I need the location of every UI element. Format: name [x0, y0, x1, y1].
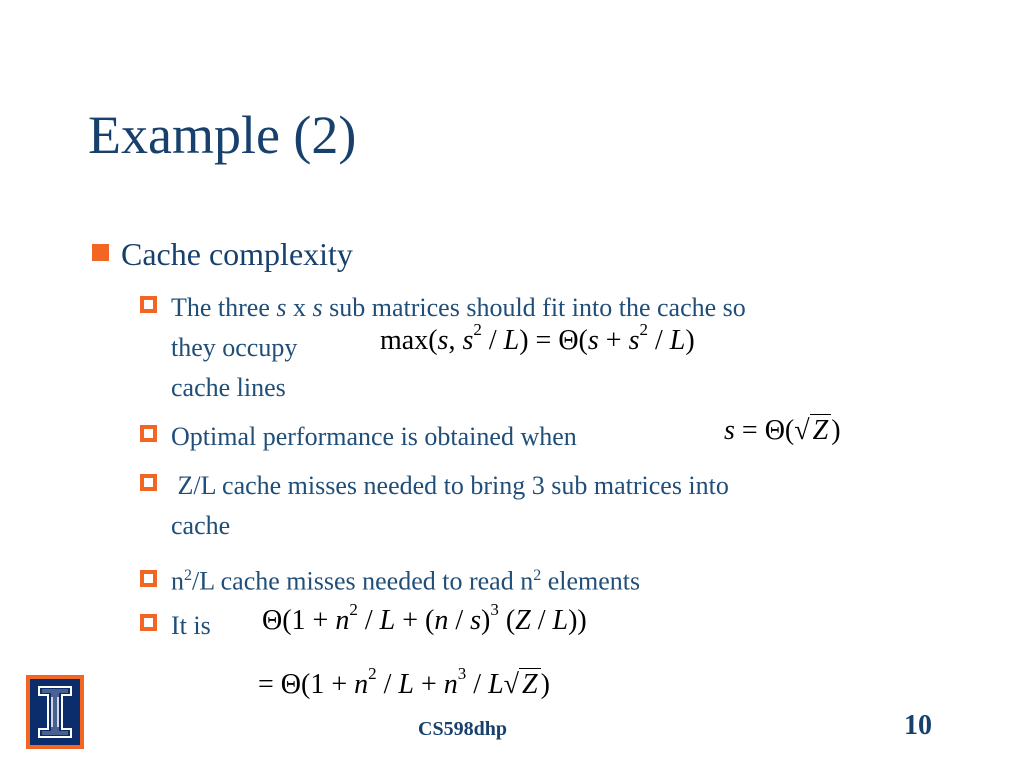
bullet-z-over-l: Z/L cache misses needed to bring 3 sub m…: [140, 466, 729, 546]
m: +: [598, 325, 629, 356]
m: 3: [457, 664, 467, 683]
equation-complexity-line-1: Θ(1 + n2 / L + (n / s)3 (Z / L)): [262, 601, 587, 637]
bullet-cache-complexity: Cache complexity: [92, 232, 353, 276]
hollow-square-bullet-icon: [140, 296, 157, 313]
m: ): [685, 325, 695, 356]
m: = Θ(: [734, 415, 795, 446]
m: ): [481, 605, 491, 636]
bullet-n2-over-l: n2/L cache misses needed to read n2 elem…: [140, 556, 640, 602]
m: /: [530, 605, 553, 636]
equation-max-occupancy: max(s, s2 / L) = Θ(s + s2 / L): [380, 321, 695, 357]
m: s: [724, 415, 735, 446]
m: Θ(1 +: [262, 605, 336, 636]
m: s: [437, 325, 449, 356]
bullet-line-3: cache lines: [171, 373, 286, 402]
slide-page-number: 10: [904, 710, 932, 741]
text: x: [286, 293, 313, 322]
superscript: 2: [533, 567, 542, 584]
text: Optimal performance is obtained when: [171, 422, 577, 451]
m: 2: [473, 320, 482, 339]
m: 2: [639, 320, 648, 339]
m: 3: [490, 600, 499, 619]
slide-title: Example (2): [88, 105, 357, 165]
block-i-icon: [38, 686, 72, 738]
m: s: [470, 605, 482, 636]
m: s: [587, 325, 599, 356]
text: sub matrices should fit into the cache s…: [322, 293, 746, 322]
bullet-label: Cache complexity: [121, 236, 353, 272]
m: /: [466, 669, 489, 700]
superscript: 2: [184, 567, 192, 584]
bullet-line-1: The three s x s sub matrices should fit …: [140, 288, 746, 328]
m: L: [379, 605, 396, 636]
m: Z: [515, 605, 531, 636]
m: n: [434, 605, 449, 636]
hollow-square-bullet-icon: [140, 474, 157, 491]
m: /: [448, 605, 471, 636]
bullet-line-2: cache: [171, 511, 231, 540]
m: Z: [812, 415, 829, 446]
m: ) = Θ(: [519, 325, 588, 356]
bullet-three-submatrices: The three s x s sub matrices should fit …: [140, 288, 746, 408]
footer-course-code: CS598dhp: [418, 718, 507, 740]
m: +: [414, 669, 444, 700]
m: L: [398, 669, 414, 700]
logo-background: [30, 679, 80, 745]
bullet-optimal-performance: Optimal performance is obtained when: [140, 417, 577, 457]
m: /: [647, 325, 670, 356]
text: It is: [171, 611, 211, 640]
m: 2: [349, 600, 358, 619]
university-logo-icon: [26, 675, 84, 749]
bullet-it-is: It is: [140, 606, 211, 646]
text: /L cache misses needed to read n: [192, 566, 534, 596]
m: + (: [395, 605, 435, 636]
hollow-square-bullet-icon: [140, 614, 157, 631]
m: max(: [380, 325, 438, 356]
hollow-square-bullet-icon: [140, 569, 157, 587]
m: 2: [368, 664, 377, 683]
var-s: s: [276, 293, 287, 322]
filled-square-bullet-icon: [92, 244, 109, 261]
text: elements: [541, 566, 641, 596]
hollow-square-bullet-icon: [140, 425, 157, 442]
m: ,: [448, 325, 463, 356]
square-root-symbol: √Z: [504, 668, 541, 701]
equation-complexity-line-2: = Θ(1 + n2 / L + n3 / L√Z): [258, 665, 550, 701]
square-root-symbol: √Z: [794, 414, 832, 447]
m: L: [669, 325, 686, 356]
text: Z/L cache misses needed to bring 3 sub m…: [171, 471, 729, 500]
m: /: [376, 669, 399, 700]
m: n: [335, 605, 350, 636]
bullet-line-2: they occupy: [171, 333, 298, 362]
var-s: s: [312, 293, 323, 322]
m: )): [568, 605, 587, 636]
equation-optimal-s: s = Θ(√Z): [724, 414, 841, 447]
m: (: [498, 605, 516, 636]
text: The three: [171, 293, 277, 322]
m: L: [503, 325, 520, 356]
m: /: [357, 605, 380, 636]
m: L: [488, 669, 504, 700]
m: = Θ(1 +: [258, 669, 355, 700]
text: n: [171, 566, 184, 596]
m: n: [443, 669, 458, 700]
m: n: [354, 669, 369, 700]
m: L: [552, 605, 569, 636]
m: s: [462, 325, 474, 356]
bullet-line-1: Z/L cache misses needed to bring 3 sub m…: [140, 466, 729, 506]
m: s: [628, 325, 640, 356]
m: ): [540, 669, 550, 700]
m: ): [831, 415, 841, 446]
m: Z: [522, 669, 538, 700]
m: /: [481, 325, 504, 356]
